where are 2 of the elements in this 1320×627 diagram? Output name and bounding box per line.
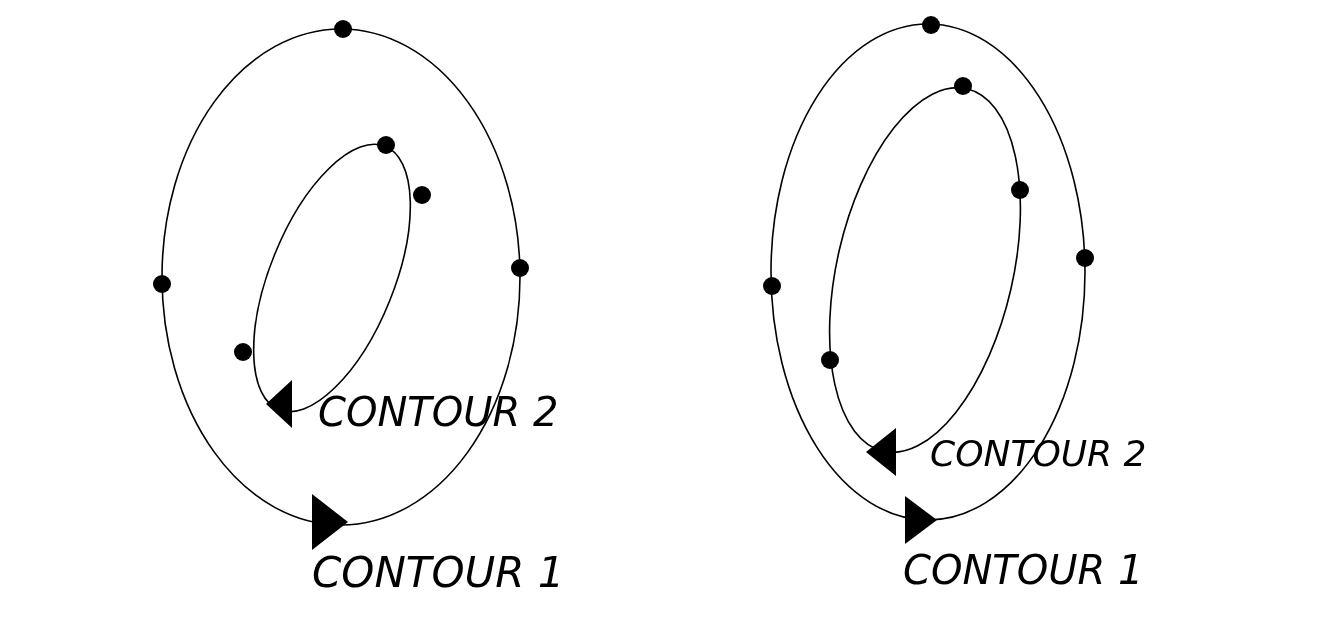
contour-label: CONTOUR 1 (903, 550, 1144, 590)
contour-label: CONTOUR 1 (312, 552, 565, 594)
